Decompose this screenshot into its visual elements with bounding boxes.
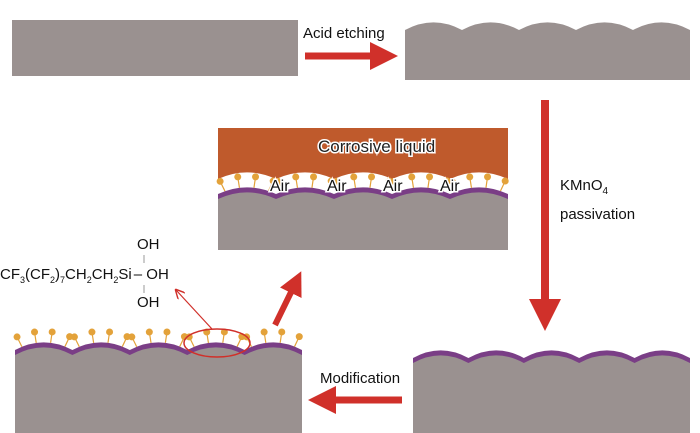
molecule-head bbox=[390, 177, 398, 185]
arrow-diagonal-icon bbox=[272, 271, 302, 327]
molecule-head bbox=[145, 328, 153, 336]
modified-substrate bbox=[13, 328, 303, 433]
molecule-head bbox=[234, 173, 242, 181]
molecule-head bbox=[31, 328, 39, 336]
liquid-label: Corrosive liquid bbox=[318, 137, 435, 156]
molecule-head bbox=[310, 173, 318, 181]
oh-top: OH bbox=[137, 236, 160, 253]
molecule-head bbox=[70, 333, 78, 341]
substrate-body bbox=[218, 192, 508, 250]
molecule-head bbox=[216, 177, 224, 185]
silane-molecule: OH CF3(CF2)7CH2CH2Si– OH OH bbox=[0, 236, 169, 311]
air-label: Air bbox=[440, 178, 460, 195]
chain-formula: CF3(CF2)7CH2CH2Si– OH bbox=[0, 266, 169, 285]
acid-etching-label: Acid etching bbox=[303, 25, 385, 42]
substrate-body bbox=[405, 22, 690, 80]
callout-arrow-icon bbox=[176, 290, 213, 330]
molecule-head bbox=[163, 328, 171, 336]
molecule-head bbox=[466, 173, 474, 181]
molecule-head bbox=[278, 328, 286, 336]
molecule-head bbox=[13, 333, 21, 341]
molecule-head bbox=[448, 177, 456, 185]
molecule-head bbox=[88, 328, 96, 336]
molecule-head bbox=[295, 333, 303, 341]
molecule-head bbox=[332, 177, 340, 185]
molecule-head bbox=[408, 173, 416, 181]
substrate-body bbox=[413, 355, 690, 433]
passivated-substrate bbox=[413, 350, 690, 433]
molecule-head bbox=[327, 177, 335, 185]
molecule-head bbox=[252, 173, 260, 181]
molecule-head bbox=[368, 173, 376, 181]
etched-substrate bbox=[405, 22, 690, 80]
air-label: Air bbox=[327, 178, 347, 195]
substrate-body bbox=[15, 347, 302, 433]
molecule-head bbox=[106, 328, 114, 336]
molecule-head bbox=[501, 177, 509, 185]
air-label: Air bbox=[383, 178, 403, 195]
molecule-head bbox=[292, 173, 300, 181]
oh-bottom: OH bbox=[137, 294, 160, 311]
molecule-head bbox=[274, 177, 282, 185]
corrosive-liquid bbox=[218, 128, 508, 180]
molecule-head bbox=[443, 177, 451, 185]
molecule-head bbox=[128, 333, 136, 341]
molecule-head bbox=[48, 328, 56, 336]
kmno4-label: KMnO4 bbox=[560, 177, 609, 197]
flat-substrate bbox=[12, 20, 298, 76]
molecule-head bbox=[385, 177, 393, 185]
molecule-head bbox=[426, 173, 434, 181]
air-label: Air bbox=[270, 178, 290, 195]
molecule-head bbox=[484, 173, 492, 181]
passivation-label: passivation bbox=[560, 206, 635, 223]
molecule-head bbox=[269, 177, 277, 185]
molecule-head bbox=[260, 328, 268, 336]
wetting-state: Corrosive liquid Air Air Air Air bbox=[216, 128, 509, 250]
molecule-head bbox=[350, 173, 358, 181]
modification-label: Modification bbox=[320, 370, 400, 387]
highlight-ellipse bbox=[183, 328, 251, 358]
